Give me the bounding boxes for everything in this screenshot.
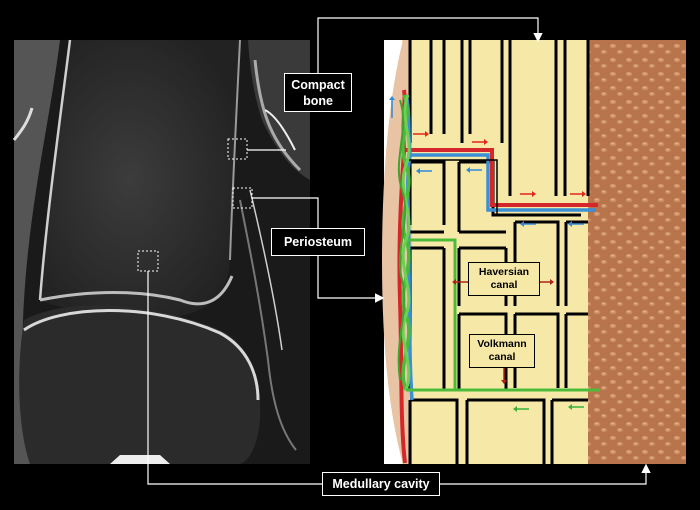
periosteum-label: Periosteum bbox=[271, 228, 365, 256]
medullary-cavity-region bbox=[588, 40, 686, 464]
mri-image bbox=[12, 39, 310, 464]
bone-schematic bbox=[382, 40, 686, 464]
flow-arrows bbox=[389, 96, 586, 412]
haversian-canal-label: Haversian canal bbox=[468, 262, 540, 296]
volkmann-canal-label: Volkmann canal bbox=[469, 334, 535, 368]
roi-compact-bone bbox=[227, 138, 248, 160]
compact-bone-label: Compact bone bbox=[284, 73, 352, 112]
connector-lines bbox=[147, 17, 651, 485]
medullary-cavity-label: Medullary cavity bbox=[322, 472, 440, 496]
